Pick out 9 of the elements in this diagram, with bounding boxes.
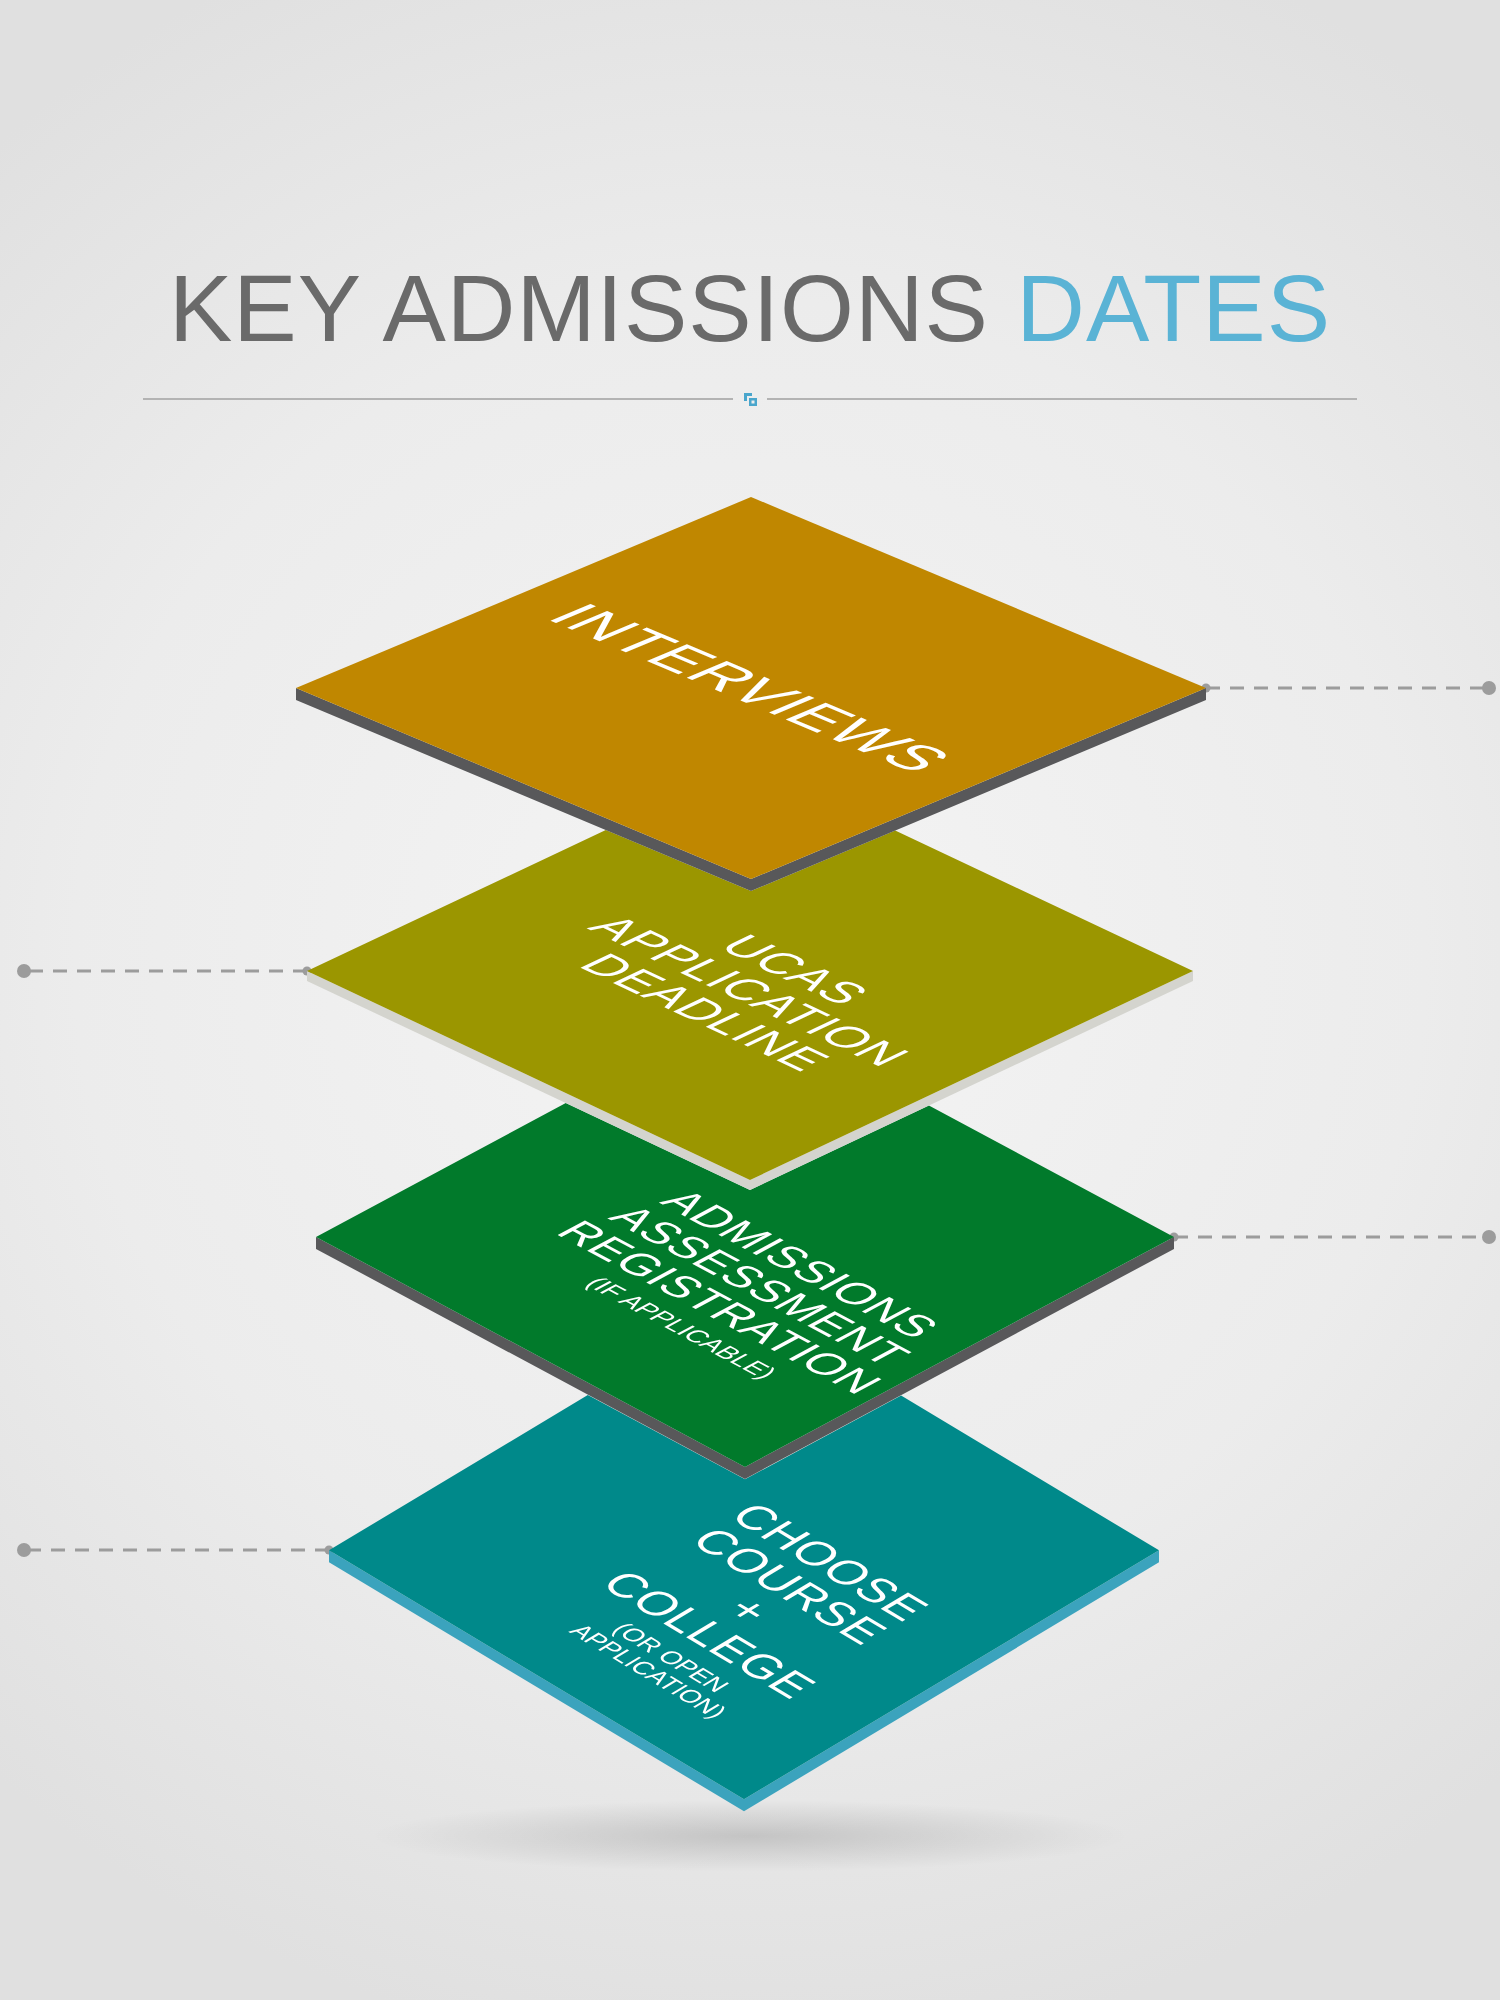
leader-line [17, 964, 312, 978]
stacked-layer [316, 1103, 1174, 1479]
leader-line [1169, 1230, 1496, 1244]
leader-line [17, 1543, 334, 1557]
stacked-layer [296, 497, 1206, 891]
leader-line [1201, 681, 1496, 695]
page-title: KEY ADMISSIONS DATES [168, 256, 1332, 361]
stacked-layer [307, 830, 1193, 1190]
stacked-layer [329, 1394, 1159, 1811]
